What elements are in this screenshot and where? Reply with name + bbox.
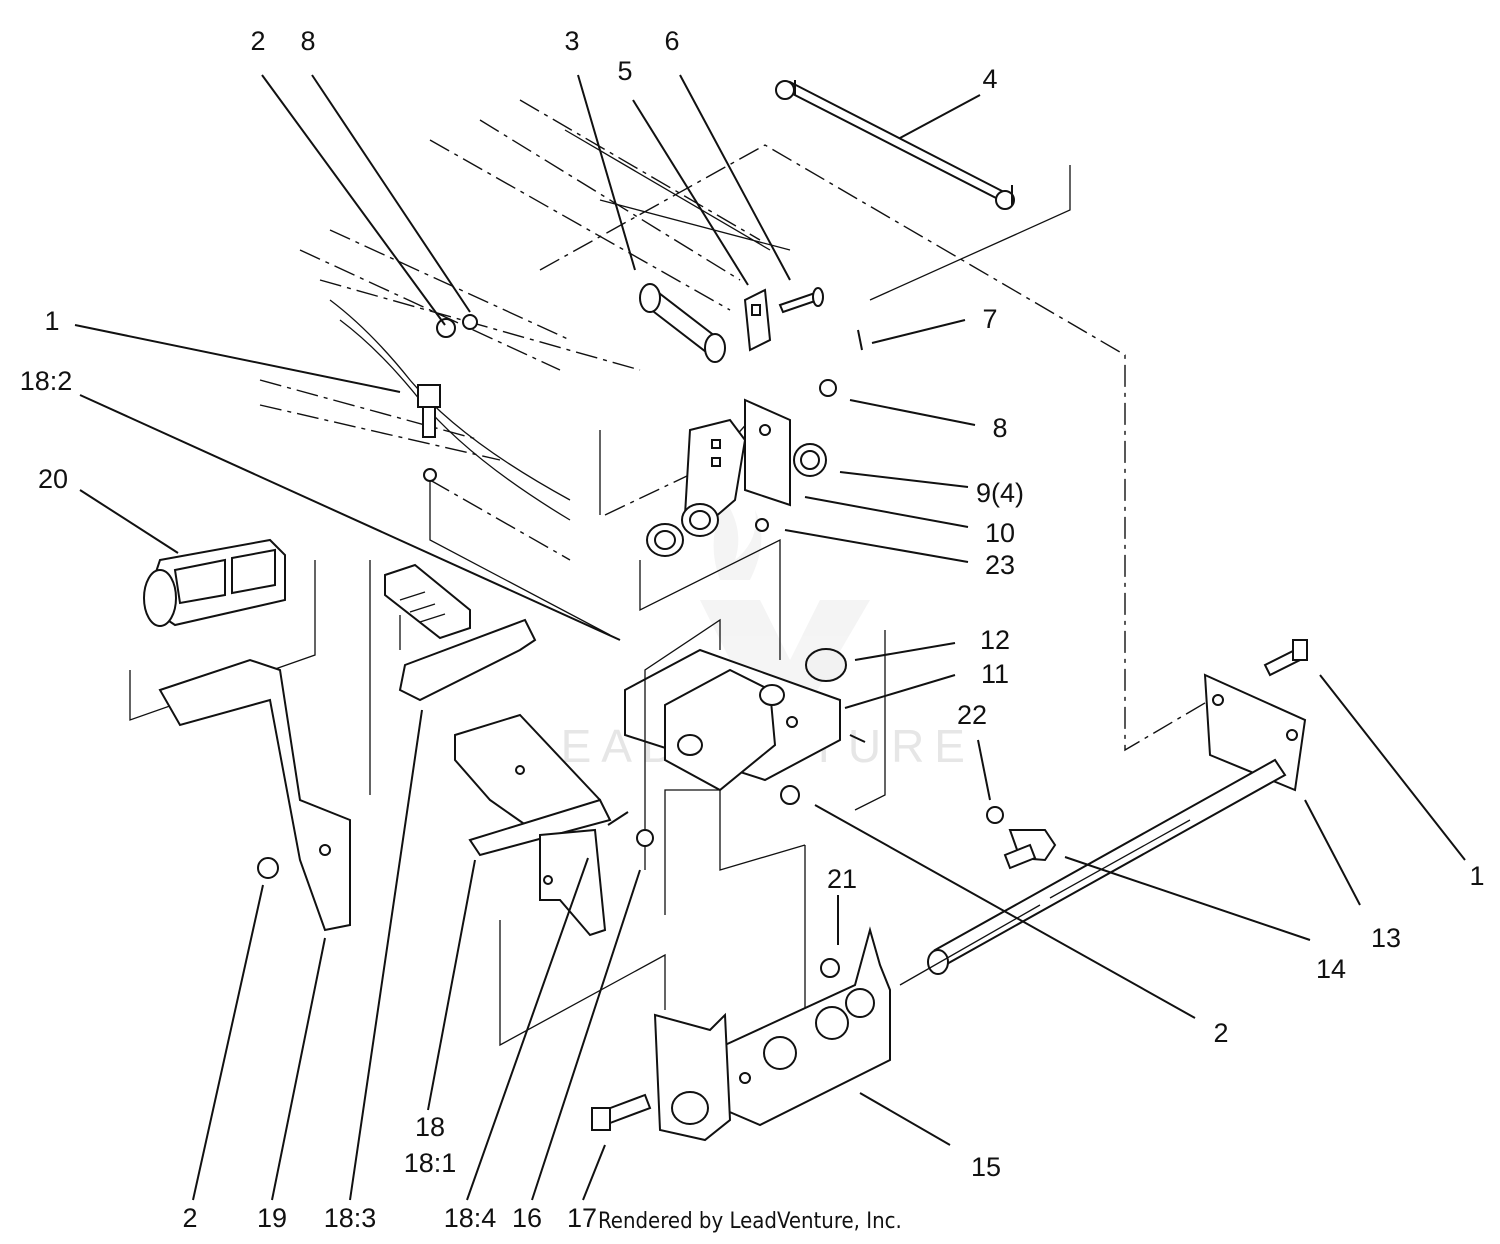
part-22-nut	[986, 806, 1004, 824]
part-14-ball-joint	[1003, 829, 1057, 870]
part-2-nut-upper	[436, 318, 456, 338]
part-16-nut	[636, 829, 654, 847]
callout-labels: 2 8 3 5 6 4 1 7 18:2 8 9(4) 10 23 20 12 …	[20, 26, 1485, 1233]
callout-13: 13	[1371, 923, 1401, 953]
callout-18-3: 18:3	[324, 1203, 377, 1233]
part-13-shaft-plate	[899, 673, 1307, 986]
callout-9-4: 9(4)	[976, 478, 1024, 508]
callout-8-right: 8	[992, 413, 1007, 443]
callout-1-right: 1	[1469, 861, 1484, 891]
callout-7: 7	[982, 304, 997, 334]
part-4-link-rod	[775, 80, 1015, 210]
callout-18: 18	[415, 1112, 445, 1142]
credit-text: Rendered by LeadVenture, Inc.	[598, 1209, 902, 1234]
part-8-washer-upper	[462, 314, 478, 330]
callout-20: 20	[38, 464, 68, 494]
callout-16: 16	[512, 1203, 542, 1233]
part-15-lower-bracket	[653, 926, 891, 1142]
part-1-bolt-left	[417, 384, 441, 482]
callout-18-4: 18:4	[444, 1203, 497, 1233]
watermark-logo	[700, 500, 870, 720]
callout-4: 4	[982, 64, 997, 94]
callout-8-top: 8	[300, 26, 315, 56]
callout-3: 3	[564, 26, 579, 56]
callout-2-top: 2	[250, 26, 265, 56]
callout-22: 22	[957, 700, 987, 730]
callout-18-1: 18:1	[404, 1148, 457, 1178]
callout-2-right: 2	[1213, 1018, 1228, 1048]
callout-5: 5	[617, 56, 632, 86]
callout-19: 19	[257, 1203, 287, 1233]
callout-11: 11	[981, 659, 1009, 689]
part-3-rod	[639, 283, 726, 363]
part-1-bolt-right	[1263, 639, 1308, 677]
part-18-pedal-assembly	[369, 560, 629, 937]
callout-6: 6	[664, 26, 679, 56]
part-6-pin	[778, 287, 824, 314]
callout-1-left: 1	[44, 306, 59, 336]
pivot-bracket	[646, 329, 863, 557]
callout-12: 12	[980, 625, 1010, 655]
leader-lines	[74, 74, 1466, 1201]
callout-18-2: 18:2	[20, 366, 73, 396]
callout-23: 23	[985, 550, 1015, 580]
part-5-bracket	[743, 288, 772, 352]
part-21-nut	[820, 958, 840, 978]
part-11-hub	[624, 648, 866, 805]
callout-17: 17	[567, 1203, 597, 1233]
part-2-nut-lower-left	[257, 857, 279, 879]
callout-14: 14	[1316, 954, 1346, 984]
part-17-bolt	[591, 1093, 652, 1131]
part-19-pedal-arm	[129, 560, 351, 932]
callout-2-bottom: 2	[182, 1203, 197, 1233]
callout-21: 21	[827, 864, 857, 894]
callout-15: 15	[971, 1152, 1001, 1182]
callout-10: 10	[985, 518, 1015, 548]
part-20-pedal-pad	[143, 538, 286, 627]
